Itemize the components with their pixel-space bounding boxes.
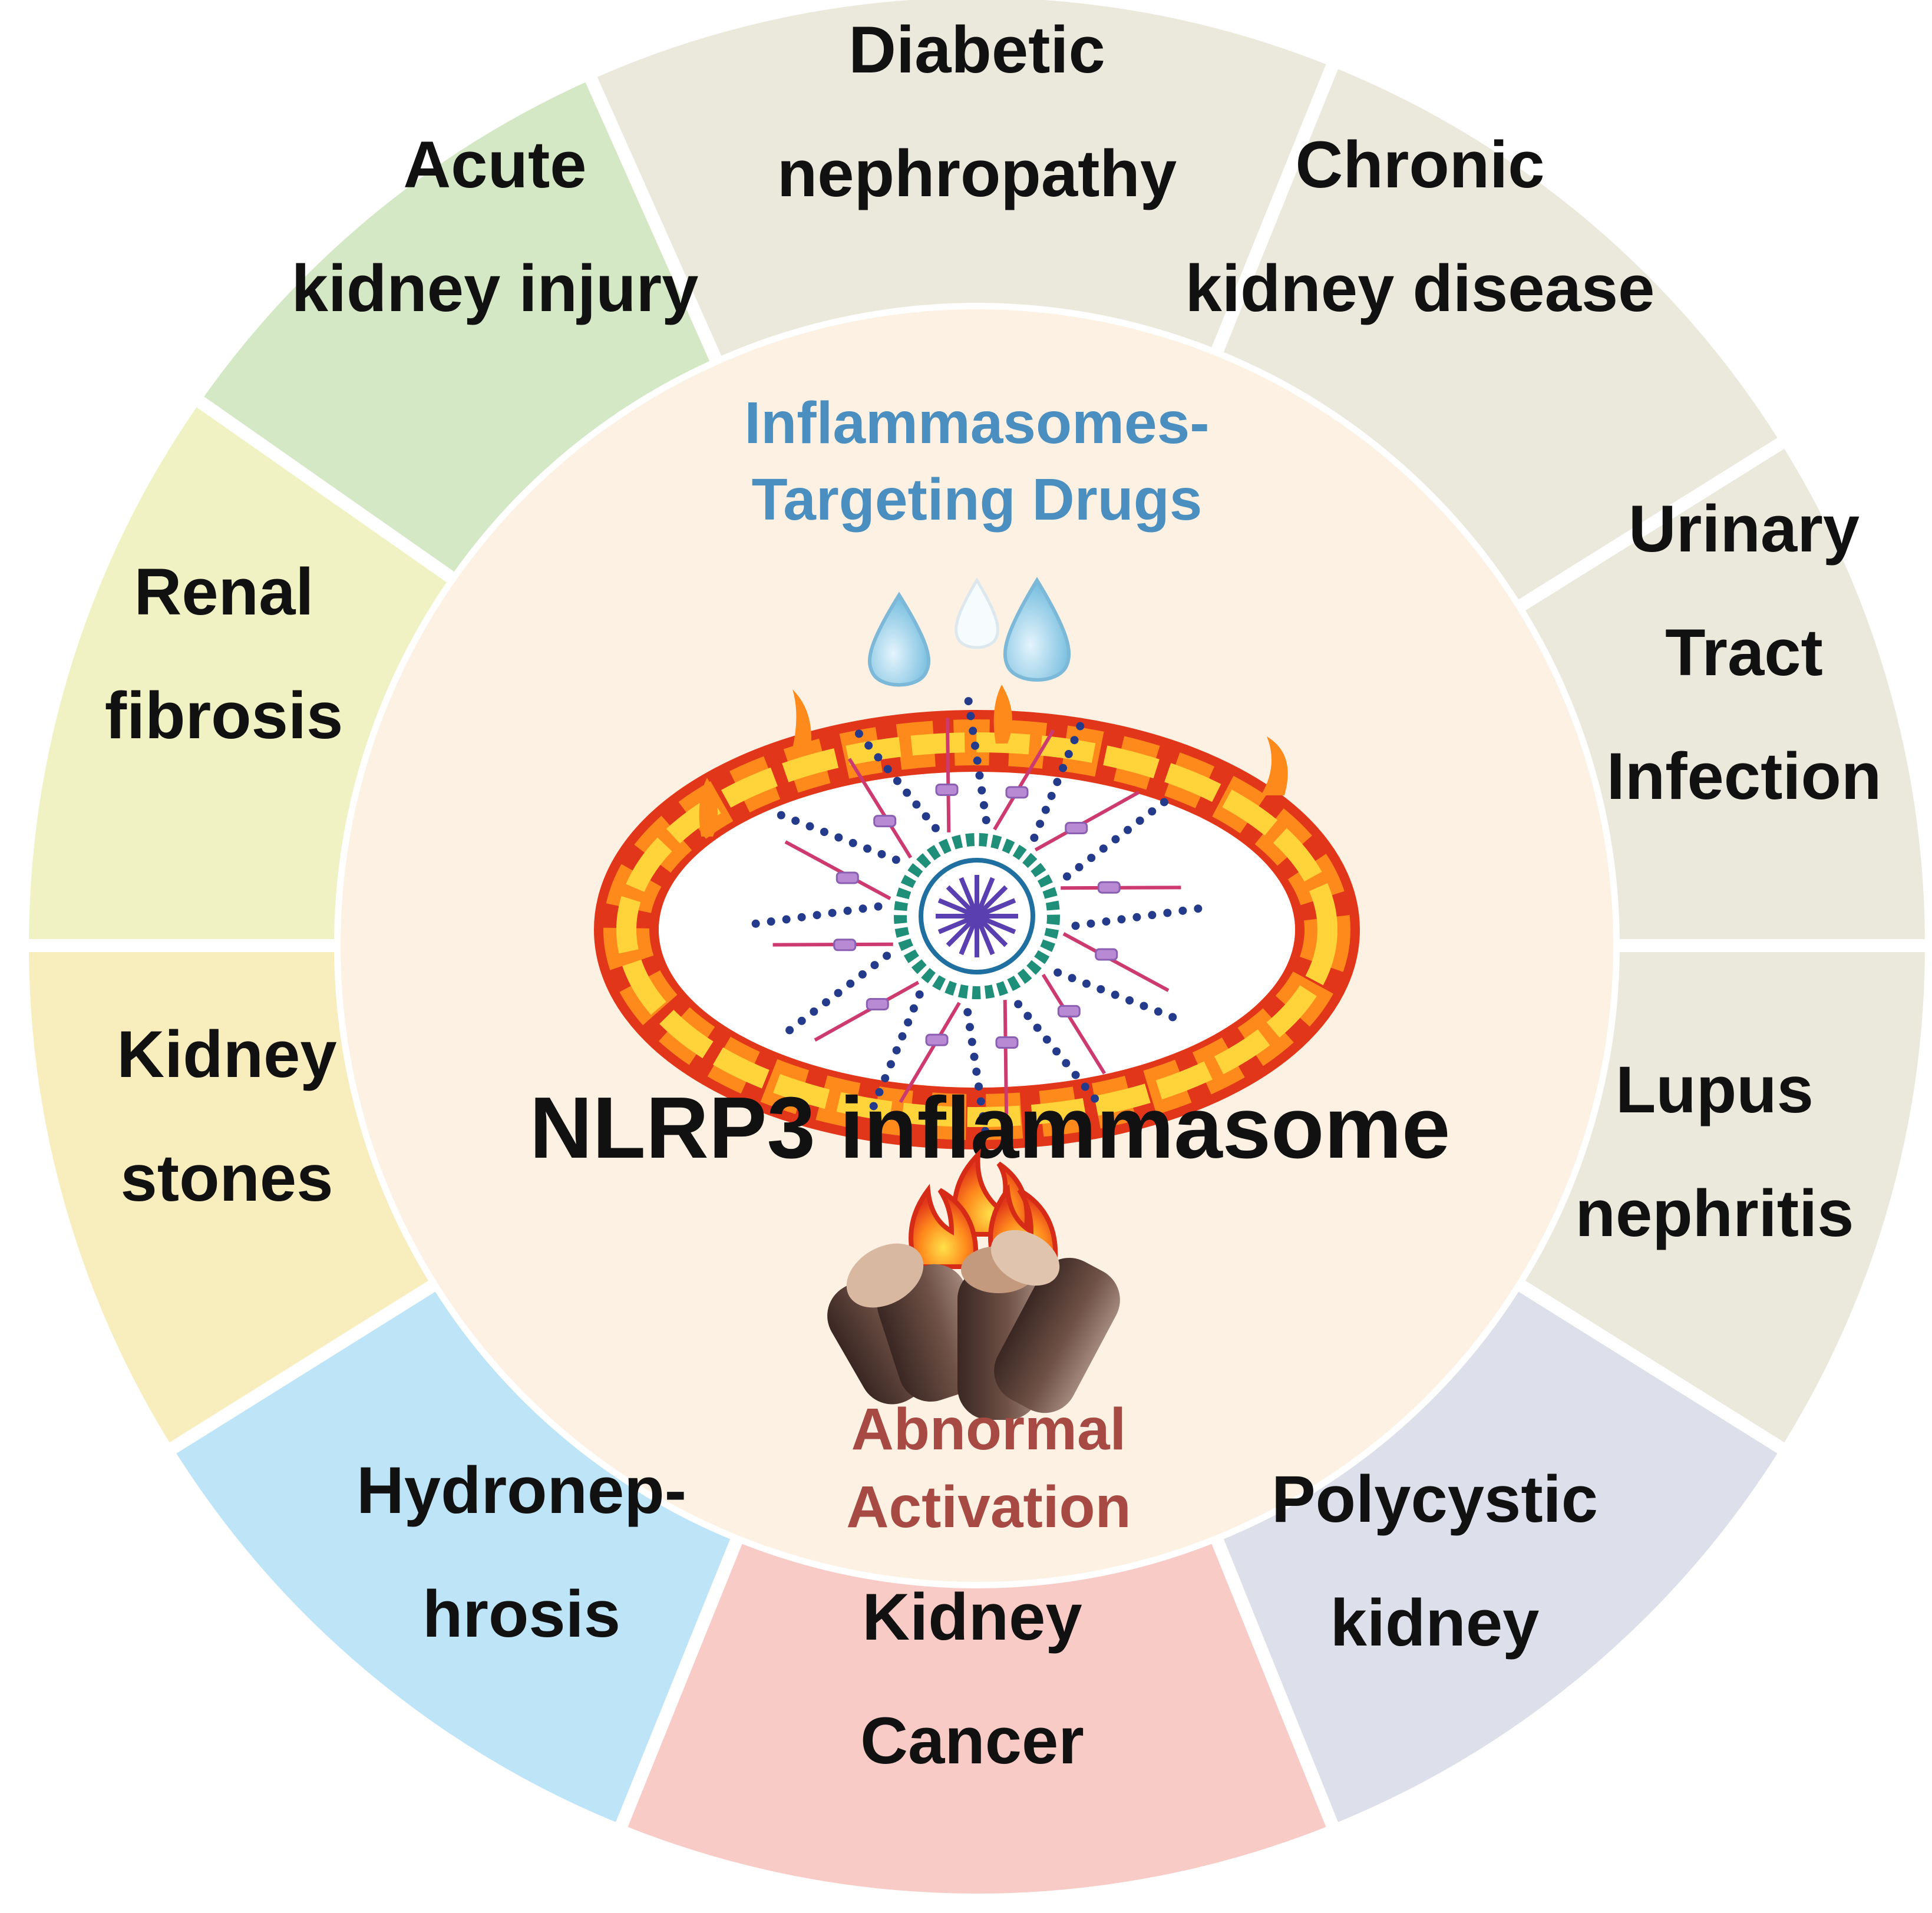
- disease-labels: Diabetic nephropathy Chronic kidney disease…: [105, 13, 1882, 1777]
- segment-label-aki-line2: kidney injury: [292, 252, 699, 325]
- segment-label-polycystic-line1: Polycystic: [1272, 1462, 1598, 1536]
- segment-label-hydro-line1: Hydronep-: [356, 1453, 686, 1527]
- activation-label-line1: Abnormal: [851, 1396, 1127, 1462]
- segment-label-uti-line2: Tract: [1665, 616, 1823, 689]
- segment-label-polycystic-line2: kidney: [1330, 1586, 1540, 1660]
- campfire-icon: [827, 1148, 1120, 1420]
- segment-label-cancer-line1: Kidney: [862, 1580, 1082, 1654]
- segment-label-fibrosis-line1: Renal: [134, 555, 314, 629]
- segment-label-cancer-line2: Cancer: [860, 1704, 1084, 1777]
- segment-label-stones-line2: stones: [121, 1141, 333, 1215]
- drugs-label-line2: Targeting Drugs: [752, 467, 1203, 533]
- segment-label-hydro-line2: hrosis: [422, 1577, 620, 1651]
- diagram-title: NLRP3 inflammasome: [530, 1079, 1451, 1177]
- segment-label-ckd-line1: Chronic: [1295, 128, 1544, 201]
- segment-label-lupus-line2: nephritis: [1576, 1177, 1854, 1250]
- segment-label-uti-line1: Urinary: [1629, 492, 1860, 566]
- segment-label-ckd-line2: kidney disease: [1185, 252, 1655, 325]
- nlrp3-complex-icon: [751, 697, 1203, 1135]
- water-drops-icon: [867, 577, 1071, 687]
- drugs-label-line1: Inflammasomes-: [744, 390, 1209, 456]
- disease-segments: [15, 0, 1932, 1907]
- segment-label-fibrosis-line2: fibrosis: [105, 679, 344, 752]
- segment-label-stones-line1: Kidney: [117, 1017, 336, 1091]
- segment-label-lupus-line1: Lupus: [1616, 1053, 1814, 1126]
- segment-label-uti-line3: Infection: [1607, 739, 1882, 813]
- activation-label-line2: Activation: [846, 1474, 1131, 1540]
- segment-label-diabetic-line2: nephropathy: [777, 137, 1177, 210]
- segment-label-aki-line1: Acute: [403, 128, 586, 201]
- segment-label-diabetic-line1: Diabetic: [848, 13, 1105, 87]
